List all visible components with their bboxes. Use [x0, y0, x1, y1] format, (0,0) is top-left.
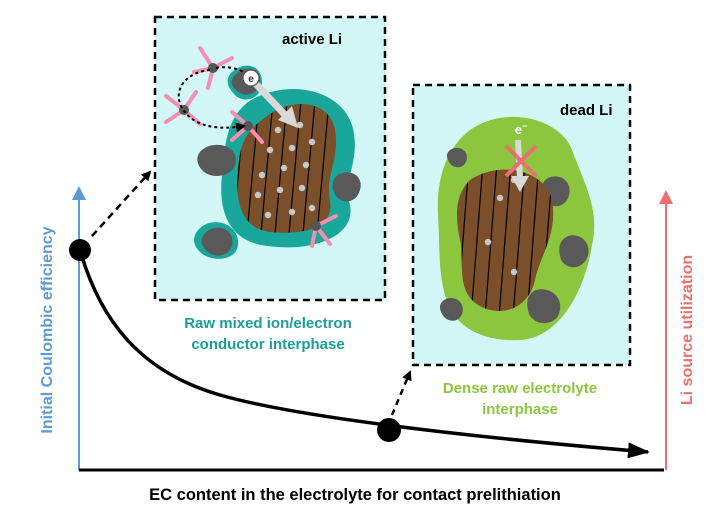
- connector-to-dead-panel: [390, 370, 412, 416]
- debris-particle: [197, 144, 236, 176]
- dead-li-panel: e− dead Li: [411, 83, 632, 367]
- active-li-title: active Li: [282, 31, 342, 48]
- active-caption-line1: Raw mixed ion/electron: [184, 315, 352, 332]
- debris-particle: [446, 147, 467, 168]
- dead-caption-line2: interphase: [482, 401, 558, 418]
- active-li-panel: e active Li: [153, 15, 387, 302]
- electron-transport-arrow: [253, 81, 289, 119]
- debris-particle: [201, 227, 233, 256]
- electron-symbol: e: [248, 74, 254, 85]
- active-caption-line2: conductor interphase: [191, 336, 344, 353]
- ion-hopping-path-segment: [215, 66, 245, 73]
- dead-caption-line1: Dense raw electrolyte: [443, 380, 597, 397]
- y-left-axis-label: Initial Coulombic efficiency: [39, 226, 56, 433]
- solvent-molecule: [164, 90, 202, 126]
- curve-point-mid: [377, 418, 401, 442]
- electron-badge: [242, 69, 260, 87]
- blocked-electron-arrowhead: [511, 176, 529, 192]
- trend-curve: [78, 249, 650, 459]
- solvent-molecule: [192, 46, 234, 90]
- curve-point-start: [69, 239, 91, 261]
- right-axis-arrowhead: [659, 190, 673, 204]
- block-cross-stroke: [504, 144, 538, 178]
- ion-hopping-path: [177, 69, 246, 133]
- left-axis-arrowhead: [72, 186, 86, 200]
- solvated-li-ion: [310, 214, 338, 248]
- debris-particle: [559, 235, 589, 268]
- electron-transport-arrowhead: [278, 106, 298, 128]
- lithium-ions: [254, 121, 316, 219]
- li-ion: [208, 63, 218, 73]
- dead-li-title: dead Li: [560, 102, 613, 119]
- debris-particle: [439, 297, 463, 321]
- li-ion: [311, 221, 321, 231]
- y-right-axis-label: Li source utilization: [679, 255, 696, 405]
- li-ion: [243, 121, 253, 131]
- solvated-li-ion: [192, 46, 234, 90]
- connector-to-active-panel: [91, 170, 152, 237]
- debris-particle: [332, 172, 361, 202]
- x-axis-label: EC content in the electrolyte for contac…: [149, 486, 561, 504]
- debris-particle: [527, 289, 561, 324]
